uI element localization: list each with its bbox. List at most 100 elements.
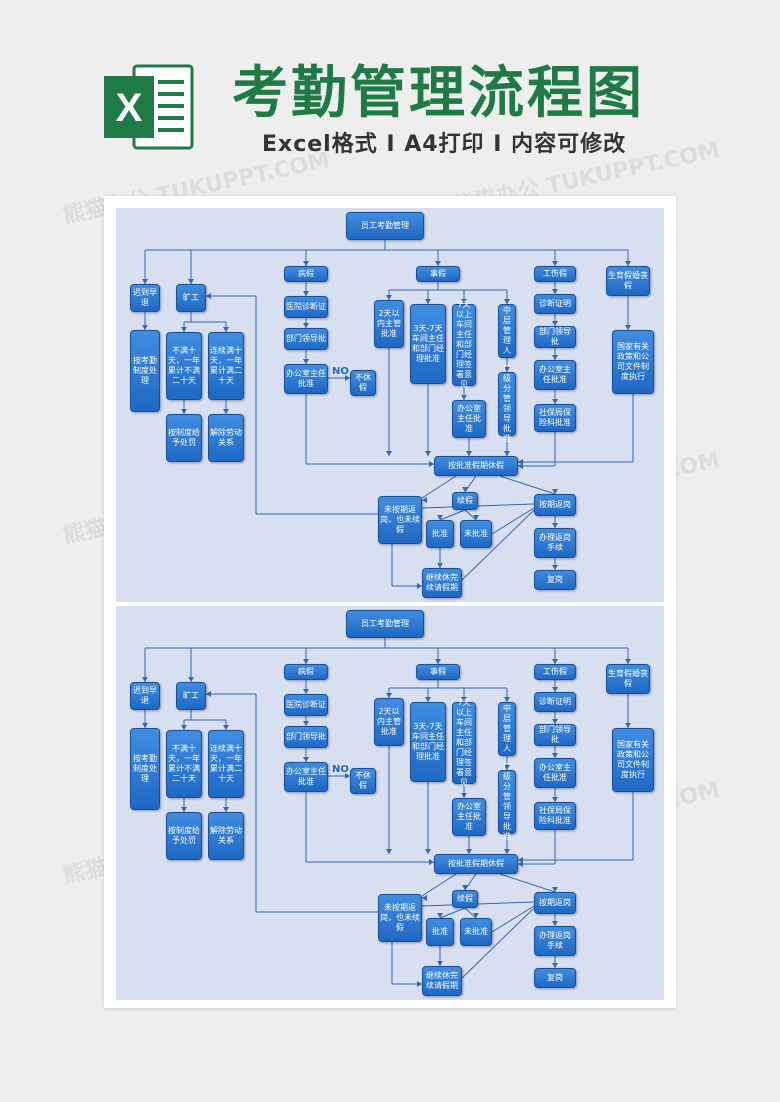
flowchart-connectors: [142, 638, 634, 987]
flow-node-n-i4: 社保局保险科批准: [534, 404, 576, 432]
flow-node-n-absent-b2: 解除劳动关系: [208, 812, 244, 860]
arrowhead-icon: [504, 367, 510, 372]
connector-line: [439, 509, 466, 521]
arrowhead-icon: [518, 463, 523, 469]
arrowhead-icon: [552, 489, 558, 494]
connector-line: [421, 475, 457, 499]
arrowhead-icon: [181, 725, 187, 730]
flow-node-n-overdue: 未按期返岗，也未续假: [378, 496, 422, 544]
connector-line: [464, 475, 477, 493]
arrowhead-icon: [552, 797, 558, 802]
arrowhead-icon: [303, 291, 309, 296]
arrowhead-icon: [552, 921, 558, 926]
flow-node-n-i1: 诊断证明: [534, 294, 576, 314]
arrowhead-icon: [223, 409, 229, 414]
flow-node-n-sick-no: 不休假: [350, 768, 376, 794]
flow-node-n-return1: 办理返岗手续: [534, 528, 576, 558]
arrowhead-icon: [625, 723, 631, 728]
flow-node-n-continue: 继续休完续请假期: [422, 568, 462, 598]
arrowhead-icon: [429, 859, 434, 865]
arrowhead-icon: [303, 659, 309, 664]
flow-node-n-sick3: 办公室主任批准: [284, 762, 328, 792]
flow-node-n-i2: 部门领导批: [534, 326, 576, 348]
arrowhead-icon: [435, 659, 441, 664]
flow-node-n-late-handle: 按考勤制度处理: [130, 330, 160, 412]
flow-node-n-mat: 生育假婚丧假: [606, 664, 650, 694]
arrowhead-icon: [303, 689, 309, 694]
arrowhead-icon: [552, 289, 558, 294]
arrowhead-icon: [345, 773, 350, 779]
arrowhead-icon: [473, 913, 479, 918]
arrowhead-icon: [223, 807, 229, 812]
arrowhead-icon: [437, 515, 443, 520]
flow-node-n-sick3: 办公室主任批准: [284, 364, 328, 394]
arrowhead-icon: [142, 723, 148, 728]
flow-node-n-absent: 旷工: [176, 284, 206, 312]
flow-node-n-p4b: 厂级分管领导批准: [498, 364, 516, 443]
arrowhead-icon: [181, 409, 187, 414]
flow-node-n-late: 迟到早退: [130, 682, 160, 710]
arrowhead-icon: [303, 261, 309, 266]
arrowhead-icon: [462, 885, 468, 890]
arrowhead-icon: [206, 691, 211, 697]
flow-node-n-return2: 复岗: [534, 968, 576, 988]
connector-line: [461, 509, 535, 581]
arrowhead-icon: [345, 375, 350, 381]
arrowhead-icon: [142, 279, 148, 284]
flow-node-n-absent-a2: 按制度给予处罚: [166, 414, 202, 462]
flow-node-n-leave: 按批准假期休假: [434, 456, 518, 476]
arrowhead-icon: [518, 459, 523, 465]
flow-node-n-i3: 办公室主任批准: [534, 360, 576, 390]
flow-node-n-extend: 续假: [452, 492, 478, 510]
arrowhead-icon: [552, 719, 558, 724]
flow-node-n-p3: 7天以上车间主任和部门经理签署意见: [452, 698, 476, 787]
arrowhead-icon: [437, 961, 443, 966]
flow-node-n-return: 按期返岗: [534, 494, 576, 516]
flow-node-n-injury: 工伤假: [534, 266, 576, 282]
flow-node-n-p3b: 办公室主任批准: [452, 798, 486, 836]
flow-node-n-reject: 未批准: [460, 918, 492, 946]
arrowhead-icon: [518, 857, 523, 863]
arrowhead-icon: [625, 261, 631, 266]
flow-node-n-root: 员工考勤管理: [346, 610, 424, 638]
flow-node-n-absent-a2: 按制度给予处罚: [166, 812, 202, 860]
arrowhead-icon: [552, 963, 558, 968]
arrowhead-icon: [462, 487, 468, 492]
flow-node-n-absent: 旷工: [176, 682, 206, 710]
arrowhead-icon: [552, 399, 558, 404]
connector-line: [421, 901, 535, 907]
page-subtitle: Excel格式 I A4打印 I 内容可修改: [262, 132, 627, 157]
arrowhead-icon: [552, 261, 558, 266]
flow-node-n-i1: 诊断证明: [534, 692, 576, 712]
arrowhead-icon: [142, 677, 148, 682]
arrowhead-icon: [206, 293, 211, 299]
arrowhead-icon: [425, 299, 431, 304]
flow-node-n-return: 按期返岗: [534, 892, 576, 914]
arrowhead-icon: [504, 697, 510, 702]
flow-node-n-p3: 7天以上车间主任和部门经理签署意见: [452, 300, 476, 389]
flowchart-connectors: [142, 240, 634, 589]
flow-node-n-approve: 批准: [426, 918, 454, 946]
arrowhead-icon: [552, 753, 558, 758]
flow-node-n-personal: 事假: [416, 266, 460, 282]
arrowhead-icon: [625, 659, 631, 664]
flow-node-n-p1: 2天以内主管批准: [374, 300, 404, 348]
arrowhead-icon: [466, 451, 472, 456]
flowchart-panel-2: 员工考勤管理迟到早退按考勤制度处理旷工不满十天，一年累计不满二十天连续满十天，一…: [116, 606, 664, 1000]
arrowhead-icon: [386, 849, 392, 854]
flow-node-n-sick: 病假: [284, 664, 328, 680]
connector-line: [421, 873, 457, 897]
excel-logo-icon: X: [104, 64, 194, 150]
connector-line: [461, 907, 535, 979]
arrowhead-icon: [425, 849, 431, 854]
flow-node-n-sick-no: 不休假: [350, 370, 376, 396]
arrowhead-icon: [552, 887, 558, 892]
flow-node-n-return2: 复岗: [534, 570, 576, 590]
flow-node-n-sick: 病假: [284, 266, 328, 282]
arrowhead-icon: [466, 849, 472, 854]
flow-node-n-extend: 续假: [452, 890, 478, 908]
arrowhead-icon: [303, 359, 309, 364]
arrowhead-icon: [473, 515, 479, 520]
flow-node-n-continue: 继续休完续请假期: [422, 966, 462, 996]
flow-node-n-p4b: 厂级分管领导批准: [498, 762, 516, 841]
